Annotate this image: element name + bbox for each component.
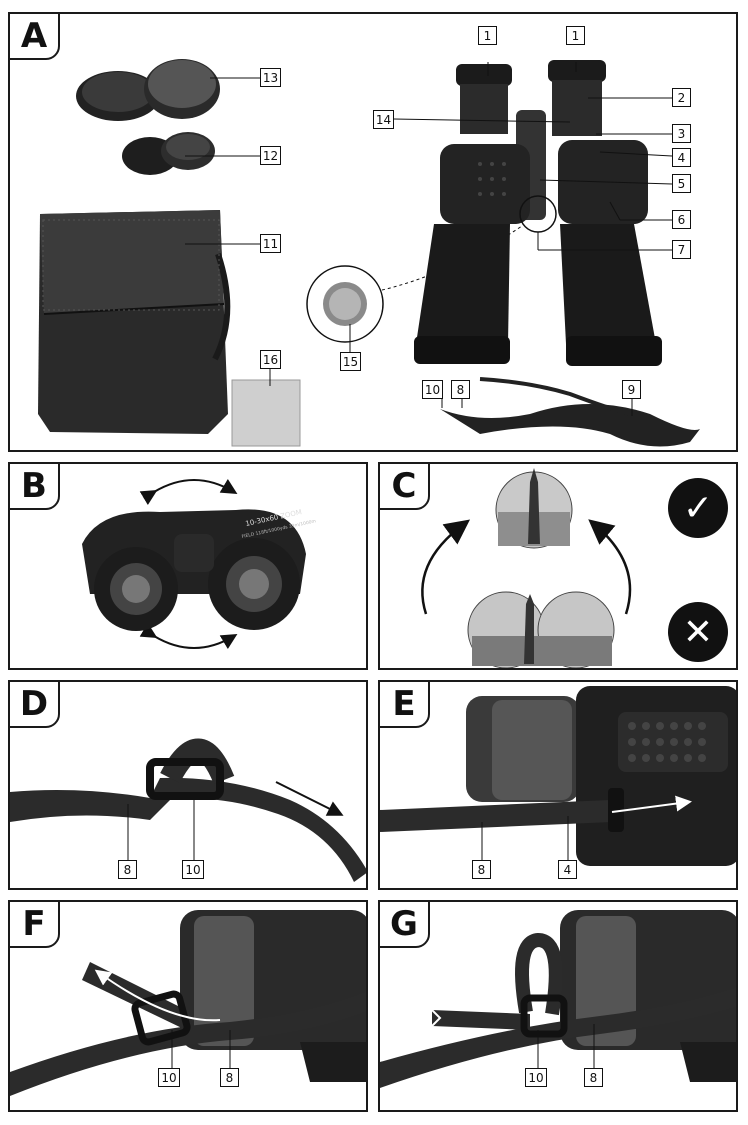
- callout-7: 7: [672, 240, 691, 259]
- panel-b-illustration: 10-30x60 ZOOM FIELD 118ft/1000yds 39m/10…: [82, 478, 317, 650]
- callout-3: 3: [672, 124, 691, 143]
- strap-8: [10, 991, 366, 1096]
- callout-14: 14: [373, 110, 394, 129]
- callout-8: 8: [472, 860, 491, 879]
- callout-4: 4: [672, 148, 691, 167]
- strap-eyelet-4: [608, 788, 624, 832]
- callout-12: 12: [260, 146, 281, 165]
- cleaning-cloth: [231, 379, 301, 447]
- panel-f-illustration: [10, 910, 366, 1096]
- strap-loop: [515, 932, 563, 1016]
- neck-strap: [440, 404, 700, 447]
- panel-c: C ✓ ✕: [378, 462, 738, 670]
- cross-icon: ✕: [668, 602, 728, 662]
- thread-direction-arrow: [94, 969, 221, 1022]
- callout-10: 10: [182, 860, 204, 879]
- binoculars-large: [414, 60, 662, 366]
- panel-g-illustration: [380, 910, 736, 1088]
- callout-1-right: 1: [566, 26, 585, 45]
- panel-d-label: D: [10, 682, 60, 728]
- panel-d: D 8 10: [8, 680, 368, 890]
- callout-13: 13: [260, 68, 281, 87]
- callout-10: 10: [158, 1068, 180, 1087]
- callout-6: 6: [672, 210, 691, 229]
- panel-f-label: F: [10, 902, 60, 948]
- panel-a: A: [8, 12, 738, 452]
- strap-8: [380, 987, 736, 1088]
- callout-8: 8: [584, 1068, 603, 1087]
- panel-d-illustration: [10, 738, 366, 882]
- callout-15: 15: [340, 352, 361, 371]
- callout-4: 4: [558, 860, 577, 879]
- panel-b-label: B: [10, 464, 60, 510]
- panel-a-illustration: [38, 59, 700, 447]
- panel-c-illustration: [421, 468, 632, 668]
- panel-e: E 8 4: [378, 680, 738, 890]
- callout-2: 2: [672, 88, 691, 107]
- panel-g: G 10 8: [378, 900, 738, 1112]
- panel-e-label: E: [380, 682, 430, 728]
- arrow-right: [588, 519, 632, 615]
- callout-9: 9: [622, 380, 641, 399]
- check-icon: ✓: [668, 478, 728, 538]
- callout-5: 5: [672, 174, 691, 193]
- pull-direction-arrow: [275, 781, 344, 816]
- callout-16: 16: [260, 350, 281, 369]
- panel-g-label: G: [380, 902, 430, 948]
- strap-loose-end: [432, 1010, 530, 1030]
- callout-10: 10: [525, 1068, 547, 1087]
- callout-1-left: 1: [478, 26, 497, 45]
- thread-direction-arrow: [611, 795, 692, 813]
- callout-10: 10: [422, 380, 443, 399]
- strap-buckle: [146, 758, 224, 800]
- rotate-arrow-bottom: [139, 622, 238, 650]
- callout-8: 8: [220, 1068, 239, 1087]
- strap-buckle: [131, 990, 191, 1046]
- strap-8: [10, 777, 366, 882]
- rotate-arrow-top: [139, 478, 238, 506]
- callout-8: 8: [118, 860, 137, 879]
- panel-f: F 10 8: [8, 900, 368, 1112]
- panel-e-illustration: [380, 686, 736, 866]
- panel-a-label: A: [10, 14, 60, 60]
- arrow-left: [421, 519, 471, 615]
- strap-buckle: [520, 994, 568, 1038]
- callout-11: 11: [260, 234, 281, 253]
- strap-8: [380, 800, 612, 832]
- callout-8: 8: [451, 380, 470, 399]
- panel-b: B 10-30x60 ZOOM FIELD 118ft/1000yds 39m/…: [8, 462, 368, 670]
- panel-c-label: C: [380, 464, 430, 510]
